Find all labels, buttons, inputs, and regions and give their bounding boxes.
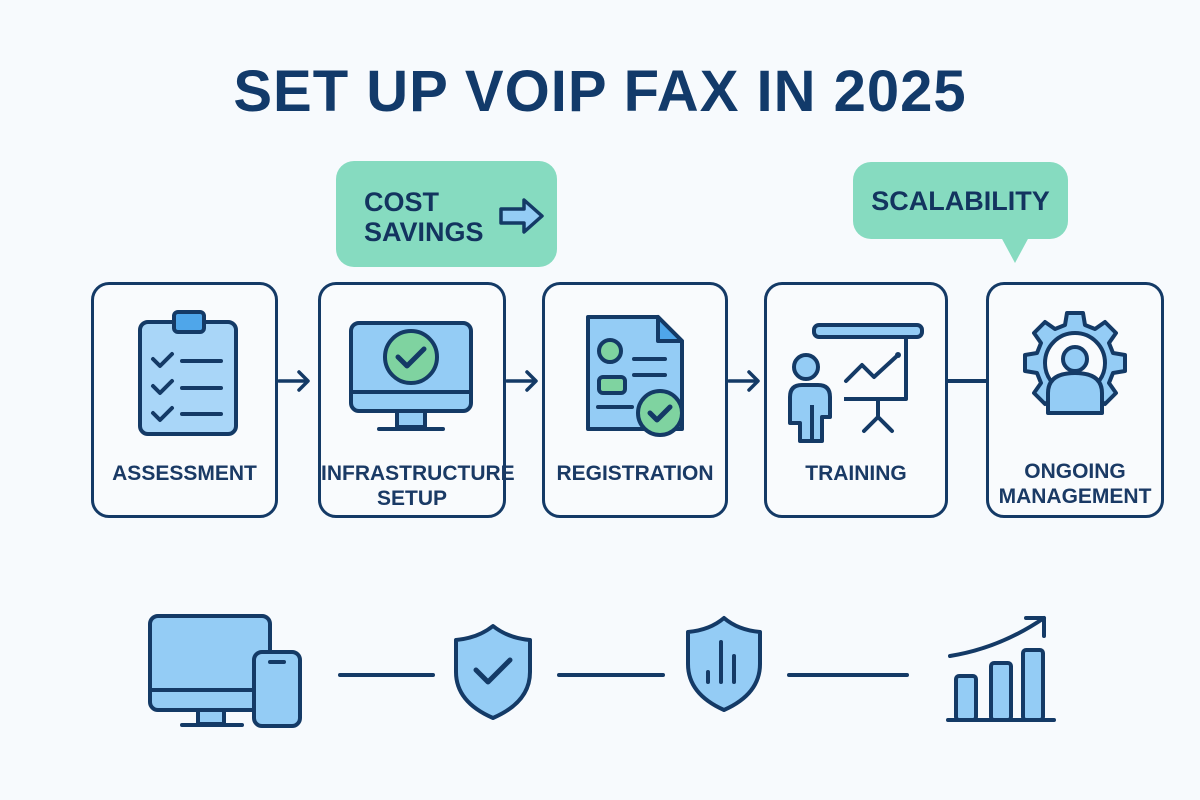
step-registration: REGISTRATION — [542, 282, 728, 518]
step-label: ONGOING MANAGEMENT — [989, 459, 1161, 509]
cost-savings-callout: COST SAVINGS — [336, 161, 557, 267]
step-label: INFRASTRUCTURE SETUP — [321, 461, 515, 511]
cost-savings-line1: COST — [364, 187, 440, 217]
line-connector — [787, 673, 909, 677]
arrow-connector — [277, 370, 310, 392]
document-check-icon — [586, 315, 684, 437]
cost-savings-line2: SAVINGS — [364, 217, 484, 247]
line-connector — [557, 673, 665, 677]
page-title: SET UP VOIP FAX IN 2025 — [233, 59, 967, 124]
step-assessment: ASSESSMENT — [91, 282, 278, 518]
line-connector — [948, 379, 988, 383]
devices-icon — [148, 614, 302, 728]
cost-savings-label: COST SAVINGS — [364, 187, 484, 247]
arrow-connector — [727, 370, 760, 392]
step-label: REGISTRATION — [556, 462, 714, 485]
step-infrastructure-setup: INFRASTRUCTURE SETUP — [318, 282, 515, 518]
shield-chart-icon — [686, 616, 762, 712]
arrow-connector — [505, 370, 538, 392]
arrow-right-icon — [499, 198, 544, 234]
clipboard-checklist-icon — [137, 310, 238, 436]
shield-check-icon — [454, 624, 532, 720]
callout-tail — [1001, 237, 1029, 263]
gear-user-icon — [1023, 311, 1127, 415]
scalability-label: SCALABILITY — [871, 186, 1050, 216]
step-label-line2: MANAGEMENT — [998, 485, 1152, 508]
step-label: ASSESSMENT — [112, 462, 257, 485]
presentation-icon — [788, 323, 924, 443]
step-label: TRAINING — [805, 462, 907, 485]
step-label-line2: SETUP — [376, 487, 447, 510]
step-label-line1: ONGOING — [1024, 460, 1126, 483]
line-connector — [338, 673, 435, 677]
step-training: TRAINING — [764, 282, 948, 518]
step-label-line1: INFRASTRUCTURE — [321, 462, 515, 485]
growth-chart-icon — [946, 616, 1056, 722]
monitor-check-icon — [349, 321, 473, 431]
scalability-callout: SCALABILITY — [853, 162, 1068, 263]
step-ongoing-management: ONGOING MANAGEMENT — [986, 282, 1164, 518]
